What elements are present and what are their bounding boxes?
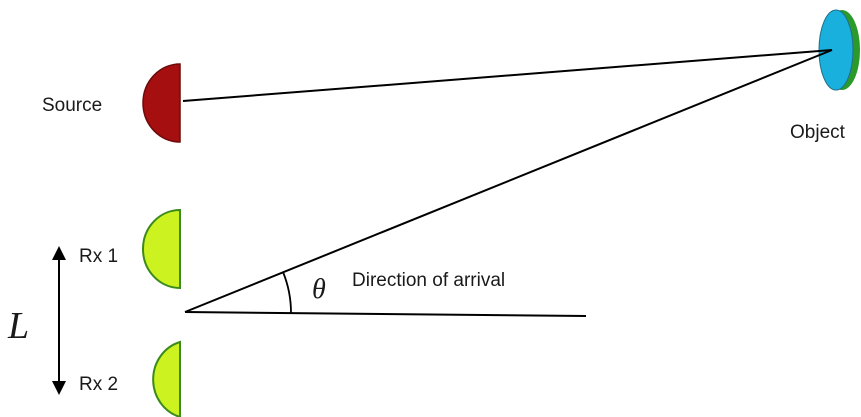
rx2-label: Rx 2: [79, 374, 118, 395]
receiver-to-object-line: [184, 49, 833, 313]
rx1-label: Rx 1: [79, 246, 118, 267]
rx2-shape: [152, 340, 181, 417]
reference-horizontal-line: [184, 311, 587, 317]
source-shape: [142, 63, 181, 143]
theta-label: θ: [312, 274, 326, 305]
direction-of-arrival-label: Direction of arrival: [352, 270, 505, 291]
angle-arc: [282, 271, 292, 314]
source-label: Source: [42, 95, 102, 116]
source-to-object-line: [182, 49, 833, 102]
baseline-length-label: L: [7, 305, 29, 347]
object-label: Object: [790, 122, 846, 143]
object-shape: [818, 9, 854, 91]
rx1-shape: [142, 208, 181, 290]
